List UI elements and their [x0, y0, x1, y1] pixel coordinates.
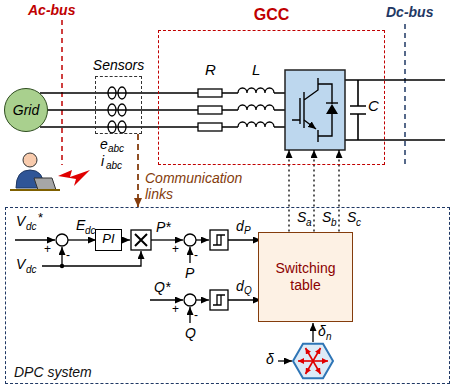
- signal-label: Q: [244, 286, 252, 296]
- signal-label: δ: [266, 352, 274, 366]
- signal-label: e: [100, 137, 108, 151]
- signal-label: S: [347, 210, 356, 224]
- signal-label: R: [205, 62, 216, 77]
- sign-symbol: +: [172, 243, 179, 255]
- signal-label: b: [331, 218, 337, 228]
- signal-label: V: [16, 214, 25, 228]
- signal-label: P*: [156, 220, 171, 234]
- signal-label: S: [297, 210, 306, 224]
- grid-source: Grid: [4, 88, 48, 132]
- signal-label: i: [101, 154, 104, 168]
- signal-label: d: [236, 219, 244, 233]
- region-title: DPC system: [14, 364, 92, 380]
- pi-controller: PI: [95, 229, 122, 251]
- sign-symbol: +: [172, 303, 179, 315]
- connector: [313, 150, 314, 232]
- sign-symbol: -: [194, 249, 198, 261]
- signal-label: dc: [26, 265, 37, 275]
- connector: [137, 134, 139, 207]
- signal-label: L: [252, 62, 260, 77]
- signal-label: V: [16, 257, 25, 271]
- connector: [142, 93, 158, 127]
- converter-region: GCC: [158, 30, 385, 165]
- signal-label: P: [185, 266, 194, 280]
- bus-label: Dc-bus: [386, 5, 433, 19]
- block-name: Switching table: [259, 260, 352, 292]
- control-region: DPC system PI Switching table: [5, 207, 450, 384]
- connector: [338, 150, 339, 232]
- region-title: GCC: [251, 6, 293, 24]
- source-name: Grid: [10, 102, 42, 118]
- signal-label: δ: [318, 324, 326, 338]
- signal-label: Q: [185, 326, 196, 340]
- sign-symbol: +: [44, 243, 51, 255]
- signal-label: E: [76, 218, 85, 232]
- sign-symbol: *: [38, 211, 43, 224]
- sign-symbol: -: [194, 309, 198, 321]
- group-title: Sensors: [93, 57, 144, 73]
- signal-label: c: [356, 218, 361, 228]
- signal-label: S: [322, 210, 331, 224]
- signal-label: n: [326, 332, 332, 342]
- signal-label: dc: [26, 222, 37, 232]
- signal-label: abc: [106, 161, 122, 171]
- connector: [288, 150, 289, 232]
- link-label: Communication links: [145, 170, 245, 202]
- signal-label: Q*: [154, 280, 170, 294]
- switching-table: Switching table: [258, 232, 353, 322]
- signal-label: P: [244, 226, 251, 236]
- signal-label: abc: [108, 144, 124, 154]
- bus-label: Ac-bus: [28, 3, 75, 17]
- signal-label: dc: [85, 226, 96, 236]
- signal-label: d: [236, 279, 244, 293]
- sensor-group: Sensors: [95, 76, 142, 134]
- signal-label: a: [306, 218, 312, 228]
- sign-symbol: -: [66, 249, 70, 261]
- connector: [40, 93, 95, 127]
- block-name: PI: [99, 232, 117, 247]
- signal-label: C: [368, 98, 379, 113]
